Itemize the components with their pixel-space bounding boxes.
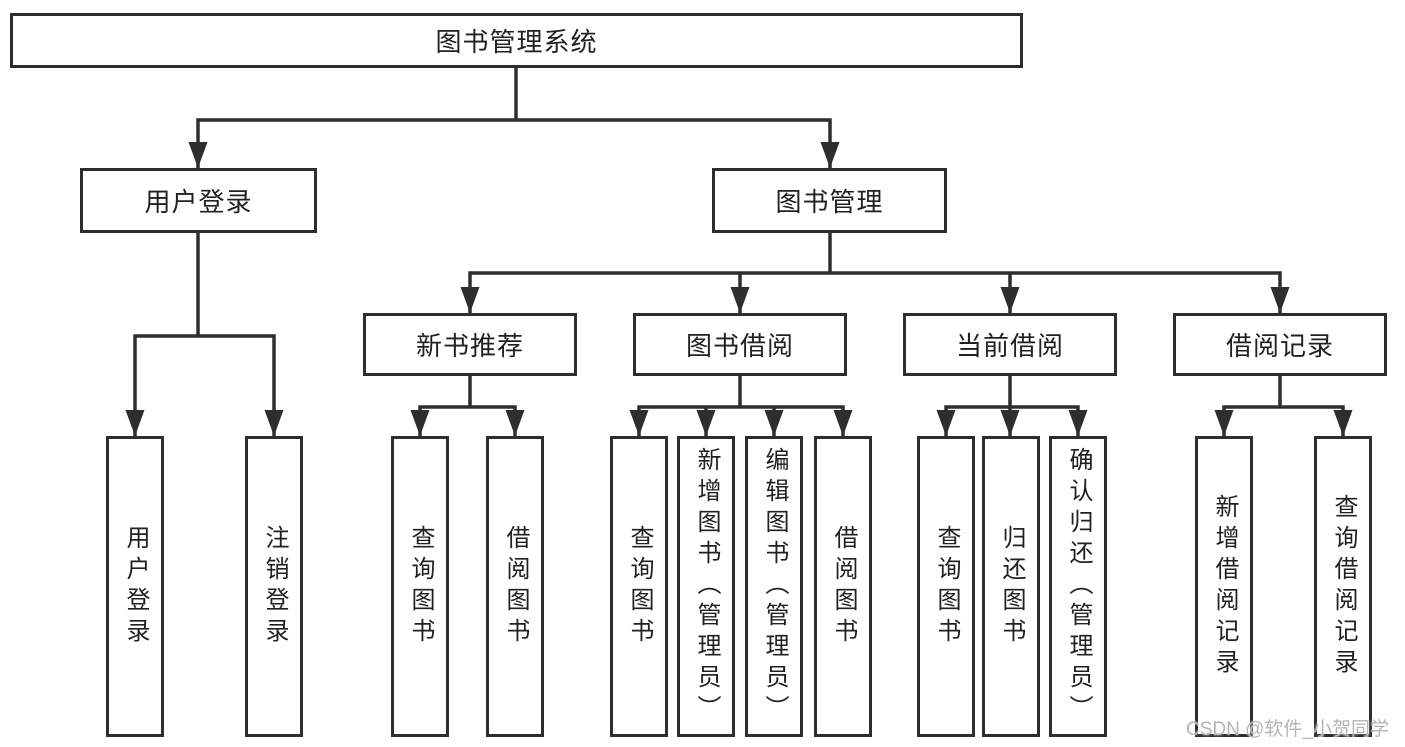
leaf-logout: 注销登录 — [245, 436, 303, 737]
arrowhead — [410, 410, 430, 436]
connector-bookmgmt-to-groups — [468, 233, 1282, 313]
arrowhead — [696, 410, 716, 436]
node-current-borrow-label: 当前借阅 — [955, 331, 1064, 361]
arrowhead — [820, 142, 840, 168]
leaf-query-books-current: 查询图书 — [917, 436, 975, 737]
node-borrow-records: 借阅记录 — [1173, 313, 1387, 376]
leaf-logout-label: 注销登录 — [261, 524, 288, 649]
leaf-edit-book-admin-label: 编辑图书（管理员） — [761, 447, 788, 726]
arrowhead — [1333, 410, 1353, 436]
arrowhead — [629, 410, 649, 436]
arrowhead — [833, 410, 853, 436]
node-book-management-label: 图书管理 — [775, 187, 884, 217]
leaf-user-login-label: 用户登录 — [122, 524, 149, 649]
node-new-book-recommend-label: 新书推荐 — [415, 331, 524, 361]
arrowhead — [764, 410, 784, 436]
arrowhead — [730, 287, 750, 313]
leaf-borrow-books-borrow-label: 借阅图书 — [830, 524, 857, 649]
root-node-label: 图书管理系统 — [435, 27, 598, 57]
arrowhead — [505, 410, 525, 436]
leaf-confirm-return-admin-label: 确认归还（管理员） — [1065, 447, 1092, 726]
leaf-add-book-admin-label: 新增图书（管理员） — [693, 447, 720, 726]
leaf-query-books-recommend: 查询图书 — [391, 436, 449, 737]
node-book-management: 图书管理 — [712, 168, 947, 233]
leaf-query-borrow-record: 查询借阅记录 — [1314, 436, 1372, 737]
csdn-watermark: CSDN @软件_小贺同学 — [1186, 719, 1389, 740]
leaf-user-login: 用户登录 — [106, 436, 164, 737]
leaf-query-borrow-record-label: 查询借阅记录 — [1330, 493, 1357, 680]
node-book-borrow: 图书借阅 — [633, 313, 847, 376]
leaf-add-book-admin: 新增图书（管理员） — [677, 436, 735, 737]
arrowhead — [125, 410, 145, 436]
arrowhead — [1000, 287, 1020, 313]
leaf-edit-book-admin: 编辑图书（管理员） — [745, 436, 803, 737]
leaf-return-book-label: 归还图书 — [998, 524, 1025, 649]
leaf-query-books-borrow-label: 查询图书 — [626, 524, 653, 649]
arrowhead — [936, 410, 956, 436]
node-new-book-recommend: 新书推荐 — [363, 313, 577, 376]
arrowhead — [1270, 287, 1290, 313]
node-borrow-records-label: 借阅记录 — [1225, 331, 1334, 361]
connector-recommend-to-leaves — [418, 376, 517, 436]
root-node-library-system: 图书管理系统 — [10, 13, 1023, 68]
leaf-query-books-current-label: 查询图书 — [933, 524, 960, 649]
connector-root-to-level2 — [196, 68, 832, 168]
arrowhead — [264, 410, 284, 436]
arrowhead — [1068, 410, 1088, 436]
connector-records-to-leaves — [1222, 376, 1345, 436]
node-user-login-label: 用户登录 — [144, 187, 253, 217]
leaf-borrow-books-borrow: 借阅图书 — [814, 436, 872, 737]
leaf-add-borrow-record-label: 新增借阅记录 — [1211, 493, 1238, 680]
node-user-login: 用户登录 — [80, 168, 317, 233]
connector-userlogin-to-leaves — [133, 233, 276, 436]
leaf-query-books-recommend-label: 查询图书 — [407, 524, 434, 649]
leaf-query-books-borrow: 查询图书 — [610, 436, 668, 737]
leaf-return-book: 归还图书 — [982, 436, 1040, 737]
connector-borrow-to-leaves — [637, 376, 845, 436]
arrowhead — [1214, 410, 1234, 436]
node-book-borrow-label: 图书借阅 — [685, 331, 794, 361]
leaf-borrow-books-recommend-label: 借阅图书 — [502, 524, 529, 649]
leaf-borrow-books-recommend: 借阅图书 — [486, 436, 544, 737]
leaf-confirm-return-admin: 确认归还（管理员） — [1049, 436, 1107, 737]
leaf-add-borrow-record: 新增借阅记录 — [1195, 436, 1253, 737]
arrowhead — [1000, 410, 1020, 436]
arrowhead — [460, 287, 480, 313]
arrowhead — [188, 142, 208, 168]
node-current-borrow: 当前借阅 — [903, 313, 1117, 376]
